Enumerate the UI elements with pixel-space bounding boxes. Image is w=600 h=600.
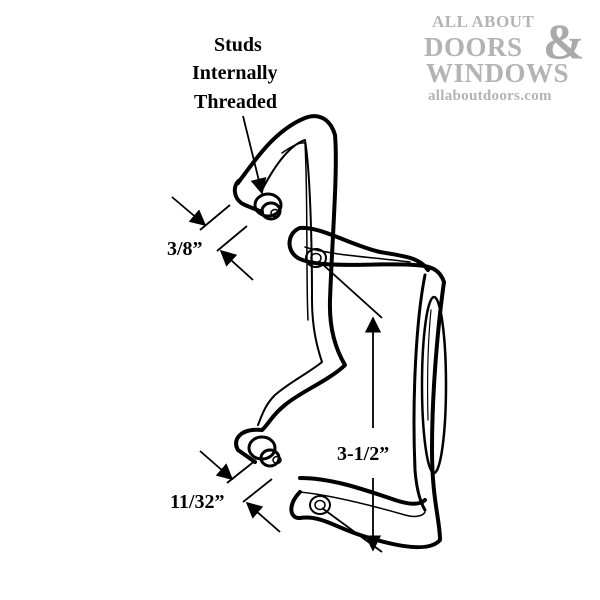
callout-studs-line1: Studs — [214, 34, 262, 56]
studs-leader-arrow — [242, 115, 267, 195]
pull-handle-right — [287, 225, 448, 550]
callout-studs-line3: Threaded — [194, 91, 277, 113]
dimension-label-3-1-2: 3-1/2” — [337, 443, 390, 465]
dimension-3-1-2 — [319, 261, 383, 553]
dimension-label-11-32: 11/32” — [170, 491, 225, 513]
watermark-ampersand: & — [543, 13, 585, 69]
watermark-line2: DOORS — [424, 32, 523, 62]
callout-studs-line2: Internally — [192, 62, 278, 84]
pull-handle-left — [232, 114, 347, 468]
watermark-line3: WINDOWS — [426, 58, 570, 88]
watermark-line1: ALL ABOUT — [432, 12, 535, 31]
dimension-label-3-8: 3/8” — [167, 238, 203, 260]
watermark-url: allaboutdoors.com — [428, 88, 552, 104]
dimension-3-8 — [171, 196, 254, 281]
dimension-11-32 — [199, 450, 281, 533]
